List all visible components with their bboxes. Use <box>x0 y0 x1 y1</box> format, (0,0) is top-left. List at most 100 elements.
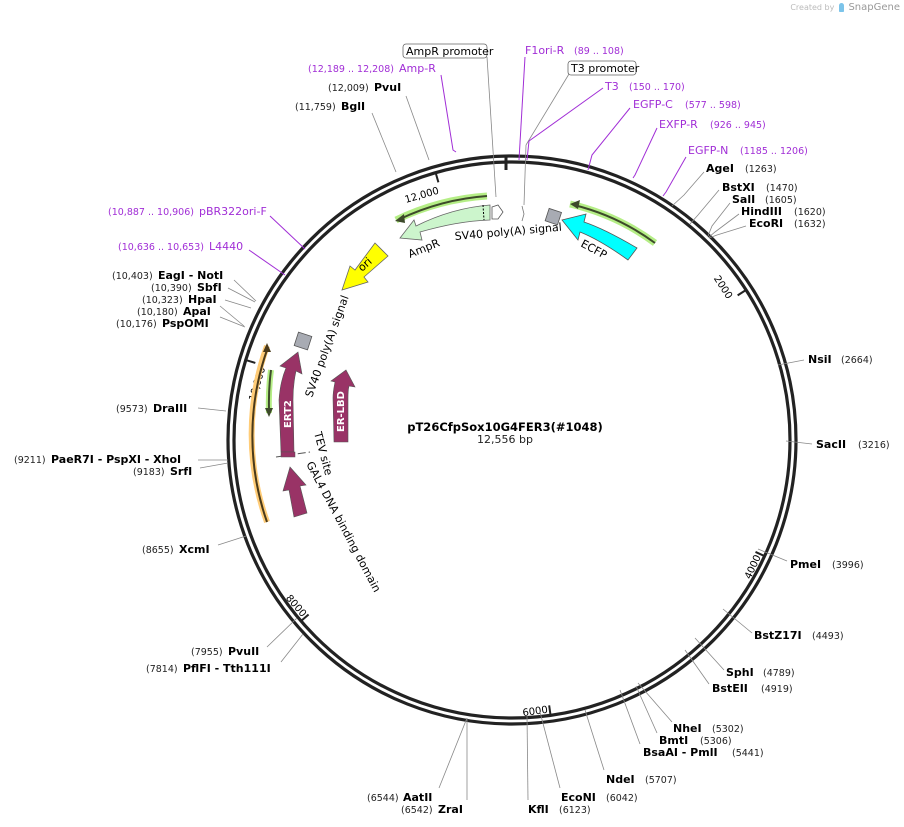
orange-orf-line <box>251 349 268 523</box>
enzyme-agei[interactable]: AgeI <box>706 162 734 175</box>
primer-egfp-n-name[interactable]: EGFP-N <box>688 144 728 157</box>
primer-egfp-c-range: (577 .. 598) <box>685 100 741 111</box>
enzyme-pvuii[interactable]: PvuII <box>228 645 259 658</box>
enzyme-pflfi-pos: (7814) <box>146 664 178 675</box>
ampr-orf-arrowhead <box>395 214 405 223</box>
t3-promoter-label: T3 promoter <box>570 62 640 75</box>
enzyme-apai[interactable]: ApaI <box>183 305 211 318</box>
enzyme-leaders <box>197 95 813 801</box>
enzyme-xhoi-pos: (9211) <box>14 455 46 466</box>
enzyme-sbfi-pos: (10,390) <box>151 283 192 294</box>
pspomi-leader <box>219 316 246 328</box>
tick-2000 <box>737 289 746 297</box>
enzyme-zrai[interactable]: ZraI <box>438 803 463 816</box>
enzyme-nsii[interactable]: NsiI <box>808 353 832 366</box>
enzyme-draiii-pos: (9573) <box>116 404 148 415</box>
enzyme-sacii[interactable]: SacII <box>816 438 846 451</box>
exfp-r-leader <box>632 127 658 179</box>
bsteii-leader <box>684 649 710 685</box>
primer-f1ori-r-name[interactable]: F1ori-R <box>525 44 565 57</box>
egfp-n-leader <box>662 156 687 197</box>
enzyme-labels: AgeI (1263) BstXI (1470) SalI (1605) Hin… <box>14 81 890 816</box>
enzyme-hindiii[interactable]: HindIII <box>741 205 782 218</box>
agei-leader <box>671 171 705 207</box>
ampr-promoter-glyph <box>491 204 504 220</box>
er-lbd-label: ER-LBD <box>336 391 347 432</box>
enzyme-pspomi[interactable]: PspOMI <box>162 317 209 330</box>
ecfp-orf-arrowhead <box>570 200 580 209</box>
enzyme-pflfi-tth111i[interactable]: PflFI - Tth111I <box>183 662 271 675</box>
enzyme-draiii[interactable]: DraIII <box>153 402 187 415</box>
plasmid-length: 12,556 bp <box>477 433 533 446</box>
apai-leader <box>219 305 245 327</box>
gal4-dbd-feature[interactable] <box>282 466 308 518</box>
primer-amp-r-range: (12,189 .. 12,208) <box>308 64 394 75</box>
enzyme-aatii[interactable]: AatII <box>403 791 432 804</box>
amp-r-leader <box>440 74 457 153</box>
enzyme-eagi-noti-pos: (10,403) <box>112 271 153 282</box>
snapgene-drop-icon <box>838 3 844 12</box>
primer-pbr322ori-f-name[interactable]: pBR322ori-F <box>199 205 267 218</box>
enzyme-pvui[interactable]: PvuI <box>374 81 401 94</box>
boxed-labels: AmpR promoter T3 promoter <box>402 43 640 206</box>
tick-6000 <box>548 705 552 715</box>
enzyme-nsii-pos: (2664) <box>841 355 873 366</box>
enzyme-xcmi[interactable]: XcmI <box>179 543 210 556</box>
enzyme-sphi[interactable]: SphI <box>726 666 754 679</box>
enzyme-nhei[interactable]: NheI <box>673 722 702 735</box>
enzyme-bsteii-pos: (4919) <box>761 684 793 695</box>
primer-t3-name[interactable]: T3 <box>604 80 619 93</box>
enzyme-pmei[interactable]: PmeI <box>790 558 821 571</box>
ampr-promoter-box[interactable] <box>402 43 488 59</box>
watermark-prefix: Created by <box>790 3 835 12</box>
enzyme-xcmi-pos: (8655) <box>142 545 174 556</box>
ori-feature[interactable] <box>341 242 389 291</box>
t3-leader-2 <box>526 140 530 161</box>
sv40-polya-left-feature[interactable] <box>293 331 313 351</box>
enzyme-bsaai-pmli-pos: (5441) <box>732 748 764 759</box>
notI-leader <box>233 279 257 302</box>
enzyme-bgli[interactable]: BglI <box>341 100 365 113</box>
primer-egfp-c-name[interactable]: EGFP-C <box>633 98 673 111</box>
enzyme-sbfi[interactable]: SbfI <box>197 281 222 294</box>
l4440-leader <box>248 249 286 276</box>
enzyme-paer7i-pspxi-xhoi[interactable]: PaeR7I - PspXI - XhoI <box>51 453 181 466</box>
enzyme-agei-pos: (1263) <box>745 164 777 175</box>
t3-promoter-box[interactable] <box>567 60 637 76</box>
ecfp-feature[interactable] <box>561 213 638 261</box>
primer-amp-r-name[interactable]: Amp-R <box>399 62 436 75</box>
watermark-brand: SnapGene <box>848 2 900 13</box>
ert2-feature[interactable] <box>278 351 303 453</box>
enzyme-hpai[interactable]: HpaI <box>188 293 217 306</box>
bstxi-leader <box>689 189 720 225</box>
er-lbd-feature[interactable] <box>330 369 356 443</box>
enzyme-sali[interactable]: SalI <box>732 193 755 206</box>
primer-l4440-range: (10,636 .. 10,653) <box>118 242 204 253</box>
sbfi-leader <box>227 287 256 303</box>
kfli-leader <box>526 714 529 801</box>
primers: F1ori-R (89 .. 108) T3 (150 .. 170) EGFP… <box>108 44 808 276</box>
sv40-polya-top-feature[interactable] <box>544 207 563 226</box>
enzyme-ecori[interactable]: EcoRI <box>749 217 783 230</box>
primer-l4440-name[interactable]: L4440 <box>209 240 243 253</box>
enzyme-bstxi-pos: (1470) <box>766 183 798 194</box>
enzyme-srfi[interactable]: SrfI <box>170 465 192 478</box>
enzyme-econi[interactable]: EcoNI <box>561 791 596 804</box>
enzyme-eagi-noti[interactable]: EagI - NotI <box>158 269 223 282</box>
enzyme-bmti[interactable]: BmtI <box>659 734 688 747</box>
enzyme-bstxi[interactable]: BstXI <box>722 181 755 194</box>
enzyme-sali-pos: (1605) <box>765 195 797 206</box>
enzyme-kfli[interactable]: KflI <box>528 803 549 816</box>
primer-exfp-r-range: (926 .. 945) <box>710 120 766 131</box>
enzyme-sacii-pos: (3216) <box>858 440 890 451</box>
enzyme-ndei[interactable]: NdeI <box>606 773 635 786</box>
bsaai-leader <box>619 689 641 745</box>
enzyme-bsteii[interactable]: BstEII <box>712 682 748 695</box>
ampr-feature[interactable] <box>399 204 491 241</box>
features: ECFP SV40 poly(A) signal AmpR ori SV40 p… <box>248 192 658 594</box>
enzyme-bstz17i[interactable]: BstZ17I <box>754 629 802 642</box>
primer-exfp-r-name[interactable]: EXFP-R <box>659 118 698 131</box>
enzyme-bsaai-pmli[interactable]: BsaAI - PmlI <box>643 746 718 759</box>
enzyme-bmti-pos: (5306) <box>700 736 732 747</box>
tick-4000 <box>755 551 765 557</box>
